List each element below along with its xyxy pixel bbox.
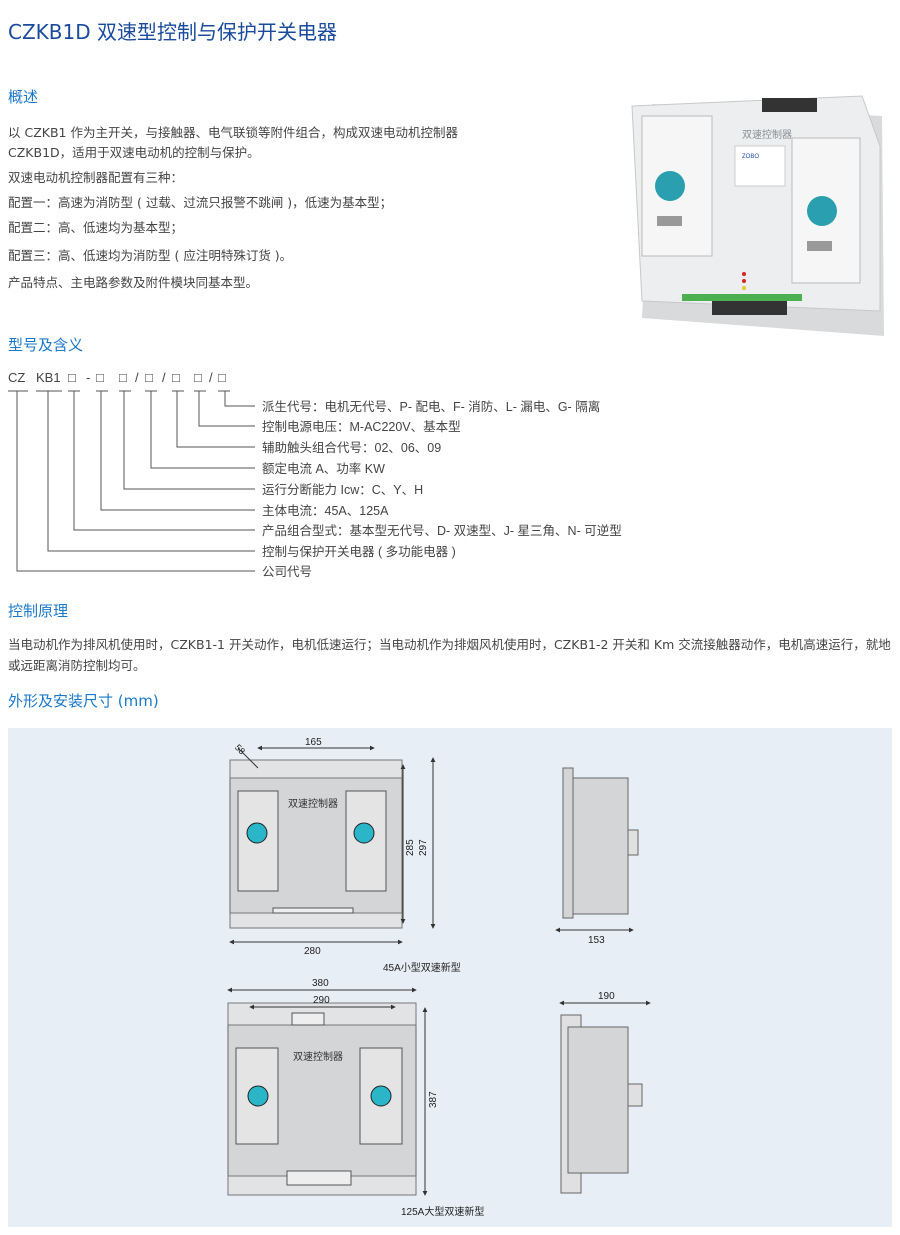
- code-part: /: [135, 370, 139, 385]
- model-heading: 型号及含义: [8, 336, 84, 354]
- dim-label: 165: [305, 737, 322, 748]
- code-part: □: [218, 370, 226, 385]
- overview-line: 配置三：高、低速均为消防型 ( 应注明特殊订货 )。: [8, 248, 293, 263]
- code-part: □: [194, 370, 202, 385]
- photo-brand: ZOBO: [742, 154, 759, 160]
- overview-heading: 概述: [8, 88, 39, 106]
- code-label: 辅助触头组合代号：02、06、09: [262, 440, 441, 455]
- product-photo: 双速控制器 ZOBO: [631, 95, 884, 336]
- large-panel-label: 双速控制器: [293, 1050, 343, 1063]
- knob-icon: [370, 1085, 392, 1107]
- code-label: 产品组合型式：基本型无代号、D- 双速型、J- 星三角、N- 可逆型: [262, 523, 622, 538]
- code-label: 派生代号：电机无代号、P- 配电、F- 消防、L- 漏电、G- 隔离: [262, 399, 600, 414]
- dim-label: 190: [598, 991, 615, 1002]
- small-caption: 45A小型双速新型: [383, 961, 461, 974]
- overview-line: 产品特点、主电路参数及附件模块同基本型。: [8, 275, 259, 290]
- code-label: 公司代号: [262, 565, 312, 579]
- large-caption: 125A大型双速新型: [401, 1205, 484, 1218]
- page-title: CZKB1D 双速型控制与保护开关电器: [8, 20, 337, 44]
- overview-line: 双速电动机控制器配置有三种：: [8, 170, 184, 185]
- code-label: 控制与保护开关电器 ( 多功能电器 ): [262, 545, 456, 559]
- code-part: /: [162, 370, 166, 385]
- small-front-view: 双速控制器 165 58 285 297 280 45A小型双速新型: [229, 737, 461, 974]
- code-part: -: [86, 370, 90, 385]
- dim-label: 387: [428, 1091, 439, 1108]
- dim-label: 297: [418, 839, 429, 856]
- dim-label: 153: [588, 935, 605, 946]
- knob-icon: [246, 822, 268, 844]
- knob-icon: [247, 1085, 269, 1107]
- code-part: KB1: [36, 370, 61, 385]
- code-part: □: [119, 370, 127, 385]
- photo-panel-label: 双速控制器: [742, 128, 792, 141]
- code-label: 额定电流 A、功率 KW: [262, 461, 385, 476]
- small-side-view: 153: [555, 767, 639, 946]
- overview-line: 配置二：高、低速均为基本型；: [8, 220, 184, 235]
- small-panel-label: 双速控制器: [288, 797, 338, 810]
- overview-line: CZKB1D，适用于双速电动机的控制与保护。: [8, 145, 260, 160]
- code-part: □: [96, 370, 104, 385]
- knob-icon: [353, 822, 375, 844]
- model-code-diagram: CZ KB1 □ - □ □ / □ / □ □ / □ 派生代号：电机无代号、…: [8, 370, 622, 579]
- dim-label: 285: [405, 839, 416, 856]
- dim-label: 290: [313, 995, 330, 1006]
- code-part: CZ: [8, 370, 25, 385]
- overview-line: 以 CZKB1 作为主开关，与接触器、电气联锁等附件组合，构成双速电动机控制器: [8, 125, 458, 140]
- code-part: □: [68, 370, 76, 385]
- dim-label: 380: [312, 978, 329, 989]
- code-part: □: [145, 370, 153, 385]
- overview-line: 配置一：高速为消防型 ( 过载、过流只报警不跳闸 )，低速为基本型；: [8, 195, 393, 210]
- dimensions-heading: 外形及安装尺寸 (mm): [8, 692, 159, 710]
- large-side-view: 190: [559, 991, 651, 1194]
- rotary-knob-icon: [807, 196, 837, 226]
- rotary-knob-icon: [655, 171, 685, 201]
- code-part: □: [172, 370, 180, 385]
- code-label: 运行分断能力 Icw：C、Y、H: [262, 482, 423, 497]
- principle-text: 当电动机作为排风机使用时，CZKB1-1 开关动作，电机低速运行；当电动机作为排…: [8, 637, 891, 673]
- dimension-drawings: 双速控制器 165 58 285 297 280 45A小型双速新型 153 双…: [8, 728, 892, 1227]
- principle-heading: 控制原理: [8, 602, 69, 620]
- code-part: /: [209, 370, 213, 385]
- code-label: 主体电流：45A、125A: [262, 504, 389, 518]
- code-label: 控制电源电压：M-AC220V、基本型: [262, 420, 461, 434]
- dim-label: 280: [304, 946, 321, 957]
- large-front-view: 双速控制器 380 290 387 125A大型双速新型: [227, 978, 484, 1218]
